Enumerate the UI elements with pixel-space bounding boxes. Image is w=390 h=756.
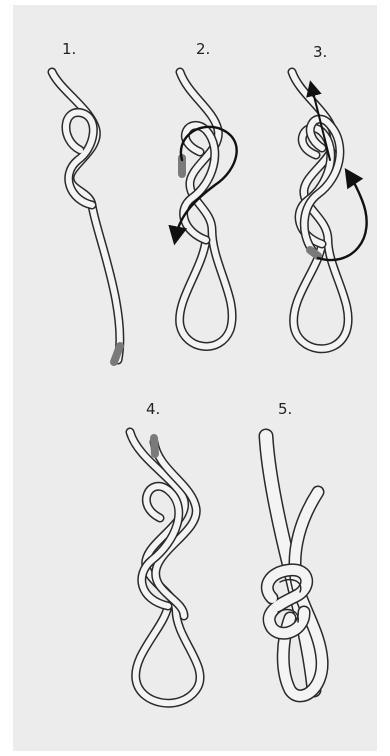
rope-end-cap — [114, 346, 120, 362]
step-2-rope — [176, 72, 237, 346]
step-3-rope — [292, 72, 367, 349]
step-5-knot — [266, 436, 322, 696]
step-4-rope — [130, 432, 200, 703]
step-1-rope — [52, 72, 120, 362]
